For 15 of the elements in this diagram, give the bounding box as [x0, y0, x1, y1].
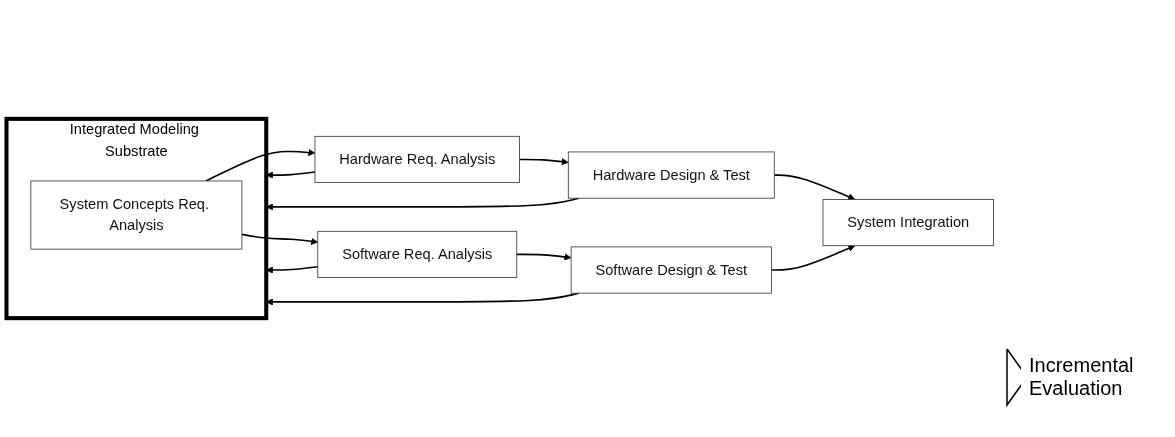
- arrow: [770, 244, 856, 271]
- node-box: Software Req. Analysis: [317, 230, 518, 278]
- node-box: System Concepts Req. Analysis: [30, 180, 243, 250]
- arrow: [265, 265, 319, 274]
- arrow: [241, 233, 319, 245]
- arrow: [518, 158, 569, 166]
- legend-text: Incremental Evaluation: [1029, 354, 1135, 400]
- node-box: Hardware Req. Analysis: [314, 135, 520, 183]
- arrow: [265, 171, 316, 179]
- arrow: [515, 253, 572, 261]
- node-box: Hardware Design & Test: [567, 151, 775, 199]
- arrow: [205, 148, 316, 182]
- arrow: [773, 174, 856, 201]
- node-box: Software Design & Test: [570, 246, 772, 294]
- node-box: System Integration: [822, 199, 994, 247]
